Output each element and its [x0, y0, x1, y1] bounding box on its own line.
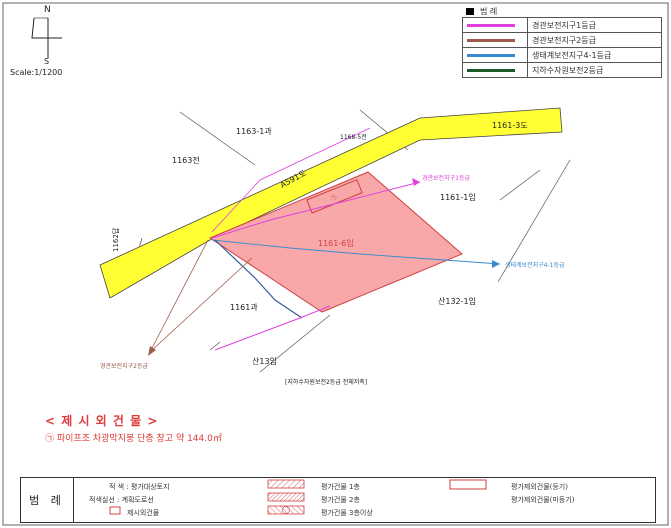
annotation-eco: 생태계보전지구4-1등급: [505, 261, 565, 269]
parcel-1161: 1161과: [230, 303, 258, 312]
legend-bottom-swatches: [109, 479, 487, 515]
legend-top-table: 경관보전지구1등급 경관보전지구2등급 생태계보전지구4-1등급 지하수자원보전…: [462, 17, 662, 78]
legend-row: 지하수자원보전2등급: [462, 62, 662, 78]
legend-label: 경관보전지구2등급: [527, 32, 662, 48]
parcel-1163-1: 1163-1과: [236, 127, 272, 136]
legend-row: 경관보전지구1등급: [462, 17, 662, 33]
legend-swatch-groundwater: [467, 68, 515, 72]
annotation-landscape1: 경관보전지구1등급: [422, 174, 470, 182]
legend-bottom: 범 례 적 색 : 평가대상토지 적색실선 : 계획도로선 제시외건물 평가건물…: [20, 477, 656, 523]
subject-parcel: [208, 171, 463, 313]
existing-building-note: < 제 시 외 건 물 > ㉠ 파이프조 차광막지붕 단층 창고 약 144.0…: [45, 412, 222, 444]
legend-label: 경관보전지구1등급: [527, 17, 662, 33]
zone-line-pink-road: [211, 127, 371, 233]
legend-bottom-item: 평가제외건물(등기): [511, 483, 568, 491]
parcel-1168-5: 1168-5전: [340, 133, 367, 141]
zone-line-pink-bottom: [214, 305, 331, 351]
zone-line-landscape2-b: [149, 257, 253, 353]
legend-bottom-item: 평가제외건물(미등기): [511, 496, 575, 504]
parcel-1161-3: 1161-3도: [492, 121, 528, 130]
parcel-1161-6: 1161-6임: [318, 239, 354, 248]
zone-line-landscape2-a: [149, 239, 209, 353]
legend-label: 생태계보전지구4-1등급: [527, 47, 662, 63]
legend-bottom-item: 평가건물 2층: [321, 496, 360, 504]
legend-bottom-item: 제시외건물: [127, 509, 160, 517]
legend-top-header: 범 례: [462, 5, 662, 17]
parcel-1161-1: 1161-1임: [440, 193, 476, 202]
parcel-1163: 1163전: [172, 155, 200, 165]
legend-row: 생태계보전지구4-1등급: [462, 47, 662, 63]
zone-line-eco: [211, 239, 501, 265]
legend-square-icon: [466, 7, 474, 15]
zone-line-blue-edge: [214, 239, 303, 319]
parcel-1162: 1162답: [111, 227, 120, 252]
legend-label: 지하수자원보전2등급: [527, 62, 662, 78]
legend-swatch-landscape1: [467, 23, 515, 27]
legend-bottom-item: 적색실선 : 계획도로선: [89, 496, 154, 504]
zone-line-landscape1: [211, 181, 421, 239]
legend-top: 범 례 경관보전지구1등급 경관보전지구2등급 생태계보전지구4-1등급 지하수…: [462, 5, 662, 78]
legend-swatch-landscape2: [467, 38, 515, 42]
legend-bottom-item: 평가건물 1층: [321, 483, 360, 491]
legend-bottom-item: 적 색 : 평가대상토지: [109, 483, 170, 491]
annotation-landscape2: 경관보전지구2등급: [100, 362, 148, 370]
parcel-san13: 산13임: [252, 356, 277, 366]
annotation-groundwater: [지하수자원보전2등급 전체저촉]: [285, 378, 367, 386]
north-label: N: [44, 5, 51, 15]
legend-row: 경관보전지구2등급: [462, 32, 662, 48]
road-a591: [99, 107, 563, 299]
south-label: S: [44, 57, 49, 66]
parcel-san132-1: 산132-1임: [438, 296, 476, 306]
scale-text: Scale:1/1200: [10, 68, 62, 77]
legend-top-title: 범 례: [480, 6, 498, 16]
existing-building-desc: ㉠ 파이프조 차광막지붕 단층 창고 약 144.0㎡: [45, 434, 222, 444]
north-arrow-icon: [31, 17, 62, 58]
existing-building-title: < 제 시 외 건 물 >: [45, 414, 159, 428]
legend-swatch-eco: [467, 53, 515, 57]
legend-bottom-title: 범 례: [21, 478, 74, 522]
svg-text:㉠: ㉠: [330, 193, 339, 203]
legend-bottom-item: 평가건물 3층이상: [321, 509, 373, 517]
